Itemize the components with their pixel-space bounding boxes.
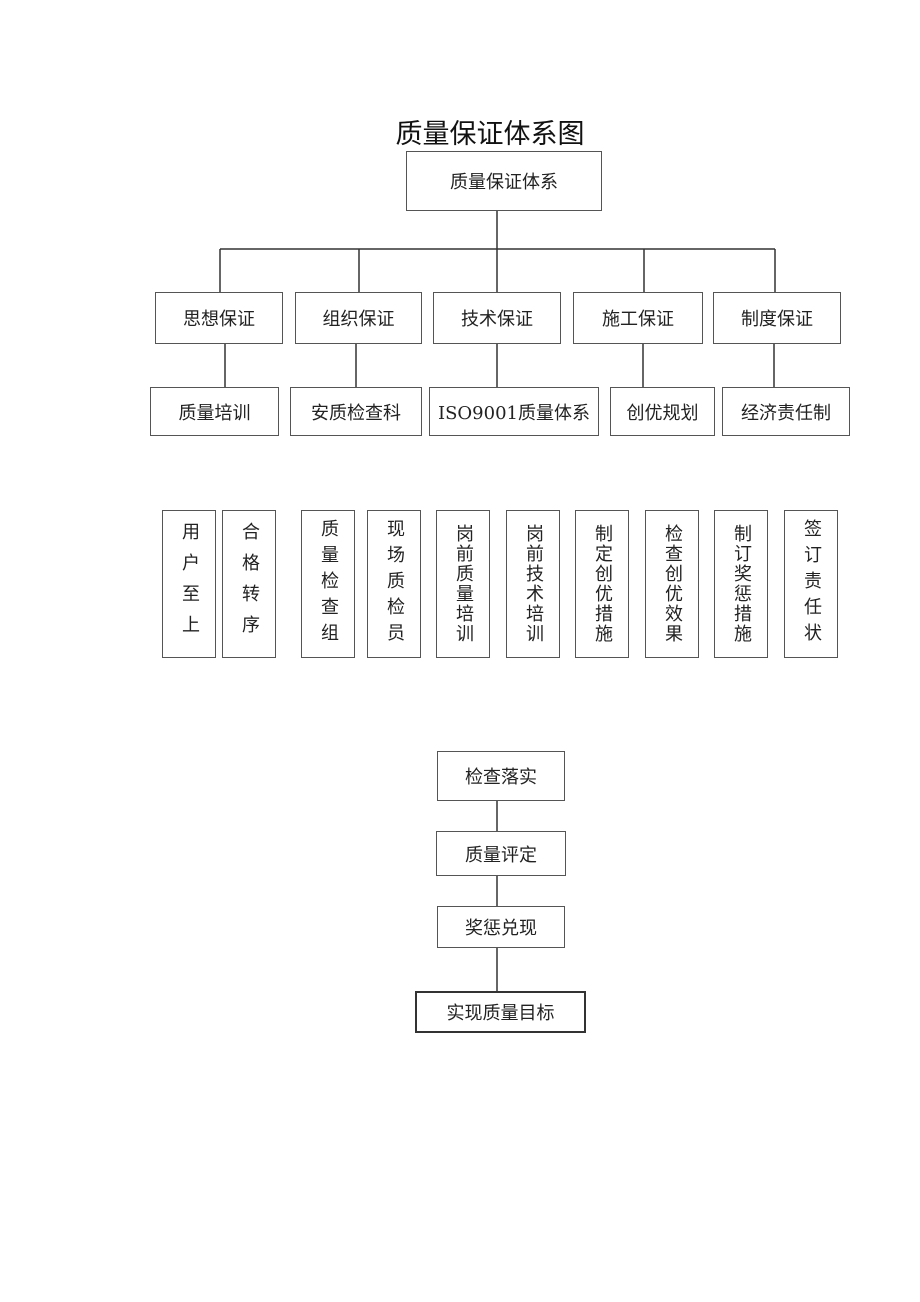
level2-box-5: 经济责任制 (722, 387, 850, 436)
level3-box-4: 现场质检员 (367, 510, 421, 658)
diagram-title: 质量保证体系图 (395, 119, 585, 150)
level3-box-10: 签订责任状 (784, 510, 838, 658)
branch-box-2: 组织保证 (295, 292, 422, 344)
level2-box-4: 创优规划 (610, 387, 715, 436)
root-box: 质量保证体系 (406, 151, 602, 211)
level3-box-3: 质量检查组 (301, 510, 355, 658)
level2-box-2: 安质检查科 (290, 387, 422, 436)
branch-box-1: 思想保证 (155, 292, 283, 344)
branch-box-3: 技术保证 (433, 292, 561, 344)
level3-box-6: 岗前技术培训 (506, 510, 560, 658)
branch-box-4: 施工保证 (573, 292, 703, 344)
level3-box-9: 制订奖惩措施 (714, 510, 768, 658)
flow-box-goal: 实现质量目标 (415, 991, 586, 1033)
flow-box-evaluate: 质量评定 (436, 831, 566, 876)
level3-box-5: 岗前质量培训 (436, 510, 490, 658)
level2-box-3: ISO9001质量体系 (429, 387, 599, 436)
level3-box-8: 检查创优效果 (645, 510, 699, 658)
level3-box-2: 合格转序 (222, 510, 276, 658)
flow-box-check: 检查落实 (437, 751, 565, 801)
branch-box-5: 制度保证 (713, 292, 841, 344)
level2-box-1: 质量培训 (150, 387, 279, 436)
flow-box-reward: 奖惩兑现 (437, 906, 565, 948)
level3-box-7: 制定创优措施 (575, 510, 629, 658)
level3-box-1: 用户至上 (162, 510, 216, 658)
